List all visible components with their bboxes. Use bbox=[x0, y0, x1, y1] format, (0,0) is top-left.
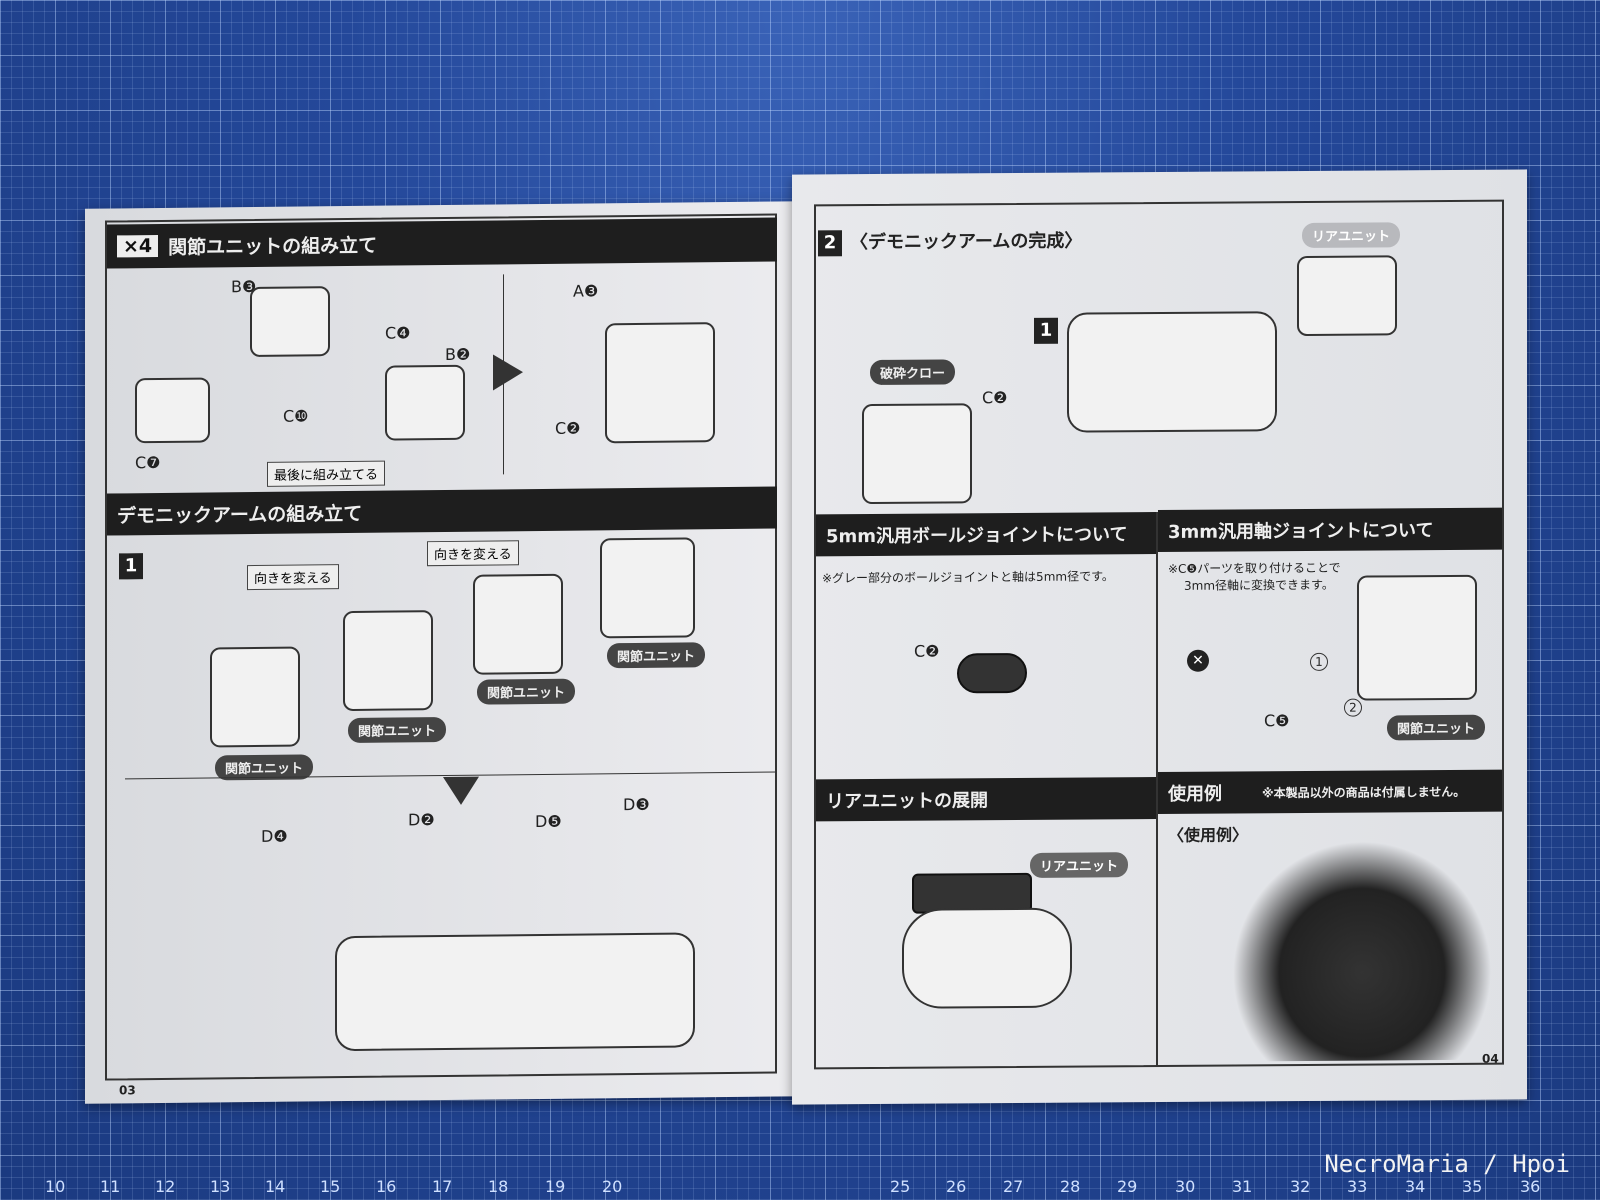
rear-unit-illustration bbox=[1297, 255, 1397, 337]
ruler-number: 10 bbox=[45, 1177, 66, 1196]
part-label: C❷ bbox=[982, 388, 1008, 408]
ruler-number: 16 bbox=[376, 1177, 397, 1196]
right-arrow-icon bbox=[493, 354, 523, 391]
header-title: 関節ユニットの組み立て bbox=[168, 234, 378, 259]
multiplier-badge: ×4 bbox=[117, 235, 159, 258]
ruler-number: 28 bbox=[1060, 1177, 1081, 1196]
ruler-number: 27 bbox=[1003, 1177, 1024, 1196]
part-label: A❸ bbox=[573, 281, 599, 301]
joint-unit-label: 関節ユニット bbox=[477, 678, 576, 705]
section-title: 〈デモニックアームの完成〉 bbox=[850, 230, 1083, 254]
part-label: C❷ bbox=[555, 418, 581, 438]
rear-unit-label: リアユニット bbox=[1030, 852, 1129, 878]
ruler-number: 29 bbox=[1117, 1177, 1138, 1196]
arm-assembly-illustration bbox=[335, 932, 695, 1052]
header-joint-unit-assembly: ×4 関節ユニットの組み立て bbox=[107, 217, 777, 269]
step-number: 2 bbox=[818, 230, 842, 257]
part-label: D❹ bbox=[261, 826, 288, 846]
step-number: 1 bbox=[119, 553, 143, 580]
part-label: D❸ bbox=[623, 794, 650, 815]
part-label: B❷ bbox=[445, 344, 471, 364]
header-rear-unit-deploy: リアユニットの展開 bbox=[816, 777, 1156, 822]
part-label: D❺ bbox=[535, 811, 562, 832]
ball-joint-illustration bbox=[957, 652, 1027, 694]
joint-unit-illustration bbox=[600, 537, 695, 639]
ruler-number: 33 bbox=[1347, 1177, 1368, 1196]
header-ball-joint: 5mm汎用ボールジョイントについて bbox=[816, 512, 1156, 557]
part-label: C❷ bbox=[914, 641, 940, 661]
watermark: NecroMaria / Hpoi bbox=[1324, 1150, 1570, 1178]
ruler-number: 12 bbox=[155, 1177, 176, 1196]
ruler-number: 25 bbox=[890, 1177, 911, 1196]
step-circle: 2 bbox=[1344, 698, 1362, 717]
part-illustration bbox=[385, 364, 465, 441]
part-label: D❷ bbox=[408, 810, 435, 830]
note-last-assembly: 最後に組み立てる bbox=[267, 460, 386, 487]
ruler-number: 19 bbox=[545, 1177, 566, 1196]
page-number: 04 bbox=[1482, 1051, 1499, 1066]
claw-illustration bbox=[862, 403, 972, 505]
claw-label: 破砕クロー bbox=[870, 359, 956, 386]
ruler-number: 36 bbox=[1520, 1177, 1541, 1196]
part-illustration bbox=[135, 377, 210, 444]
ball-joint-note: ※グレー部分のボールジョイントと軸は5mm径です。 bbox=[822, 569, 1114, 586]
joint-unit-illustration bbox=[1357, 574, 1477, 701]
joint-unit-label: 関節ユニット bbox=[607, 642, 706, 669]
note-turn: 向きを変える bbox=[427, 540, 519, 567]
part-label: C❿ bbox=[283, 406, 309, 426]
manual-page-right: 2 〈デモニックアームの完成〉 リアユニット 1 破砕クロー C❷ 5mm汎用ボ… bbox=[792, 169, 1527, 1105]
ruler-number: 26 bbox=[946, 1177, 967, 1196]
usage-note: ※本製品以外の商品は付属しません。 bbox=[1262, 784, 1466, 800]
header-axis-joint: 3mm汎用軸ジョイントについて bbox=[1158, 507, 1502, 553]
part-illustration bbox=[250, 286, 330, 358]
joint-unit-illustration bbox=[605, 322, 715, 444]
part-label: C❹ bbox=[385, 323, 411, 343]
part-label: C❺ bbox=[1264, 711, 1290, 731]
joint-unit-illustration bbox=[343, 610, 433, 712]
part-label: C❼ bbox=[135, 452, 161, 473]
arm-illustration bbox=[1067, 311, 1277, 433]
ruler-number: 18 bbox=[488, 1177, 509, 1196]
manual-page-left: ×4 関節ユニットの組み立て B❸ C❹ B❷ C❿ C❼ 最後に組み立てる A… bbox=[85, 201, 805, 1104]
ruler-number: 13 bbox=[210, 1177, 231, 1196]
x-mark-icon: ✕ bbox=[1187, 649, 1209, 672]
step-circle: 1 bbox=[1310, 652, 1328, 671]
ruler-number: 14 bbox=[265, 1177, 286, 1196]
ruler-number: 31 bbox=[1232, 1177, 1253, 1196]
rear-unit-illustration bbox=[902, 907, 1072, 1009]
ruler-number: 35 bbox=[1462, 1177, 1483, 1196]
page-number: 03 bbox=[119, 1083, 136, 1098]
header-demonic-arm-assembly: デモニックアームの組み立て bbox=[107, 486, 777, 536]
joint-unit-illustration bbox=[210, 646, 300, 748]
usage-title: 使用例 bbox=[1168, 783, 1222, 805]
axis-joint-note: ※C❺パーツを取り付けることで bbox=[1168, 560, 1341, 576]
usage-example-photo bbox=[1232, 839, 1492, 1062]
ruler-number: 32 bbox=[1290, 1177, 1311, 1196]
ruler-number: 34 bbox=[1405, 1177, 1426, 1196]
header-usage: 使用例 ※本製品以外の商品は付属しません。 bbox=[1158, 769, 1502, 815]
rear-unit-label: リアユニット bbox=[1302, 222, 1401, 249]
ruler-number: 20 bbox=[602, 1177, 623, 1196]
down-arrow-icon bbox=[443, 776, 479, 806]
joint-unit-label: 関節ユニット bbox=[348, 716, 447, 744]
ruler-number: 17 bbox=[432, 1177, 453, 1196]
sub-step-number: 1 bbox=[1034, 317, 1058, 344]
note-turn: 向きを変える bbox=[247, 564, 339, 591]
ruler-number: 15 bbox=[320, 1177, 341, 1196]
axis-joint-note: 3mm径軸に変換できます。 bbox=[1184, 577, 1334, 593]
joint-unit-illustration bbox=[473, 573, 563, 675]
ruler-number: 30 bbox=[1175, 1177, 1196, 1196]
ruler-number: 11 bbox=[100, 1177, 121, 1196]
joint-unit-label: 関節ユニット bbox=[1387, 714, 1486, 741]
